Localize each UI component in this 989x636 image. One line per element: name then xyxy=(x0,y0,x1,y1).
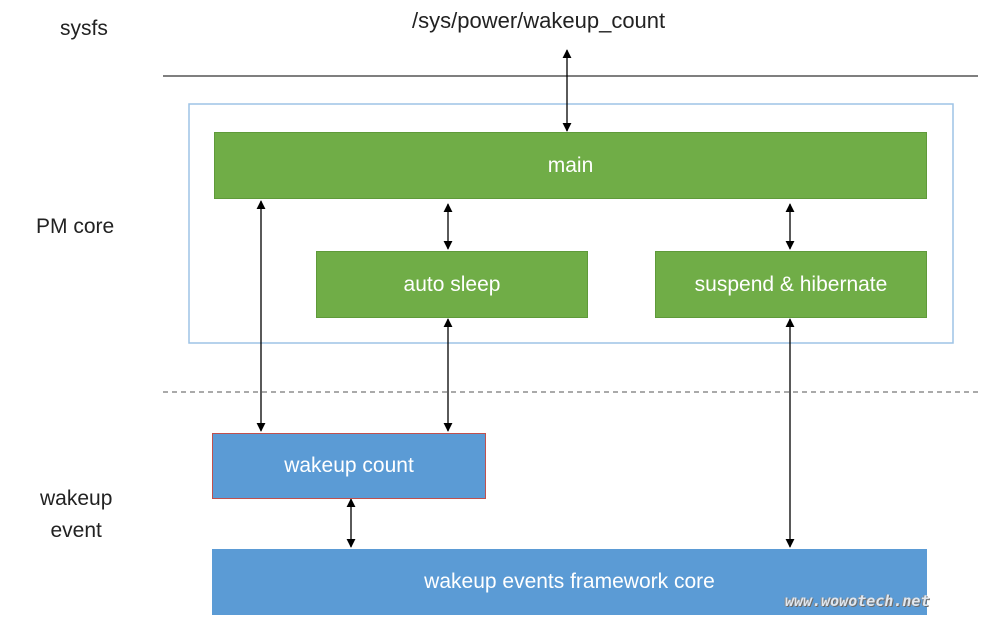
layer-label-sysfs: sysfs xyxy=(60,17,108,40)
suspend-hibernate-box: suspend & hibernate xyxy=(655,251,927,318)
watermark-text: www.wowotech.net xyxy=(785,592,930,610)
layer-label-wakeup-event: wakeup event xyxy=(40,487,113,542)
wakeup-count-box: wakeup count xyxy=(212,433,486,499)
main-box: main xyxy=(214,132,927,199)
sysfs-node-path: /sys/power/wakeup_count xyxy=(412,8,666,33)
layer-label-pm-core: PM core xyxy=(36,215,115,238)
wakeup-events-framework-core-box: wakeup events framework core xyxy=(212,549,927,615)
auto-sleep-box: auto sleep xyxy=(316,251,588,318)
